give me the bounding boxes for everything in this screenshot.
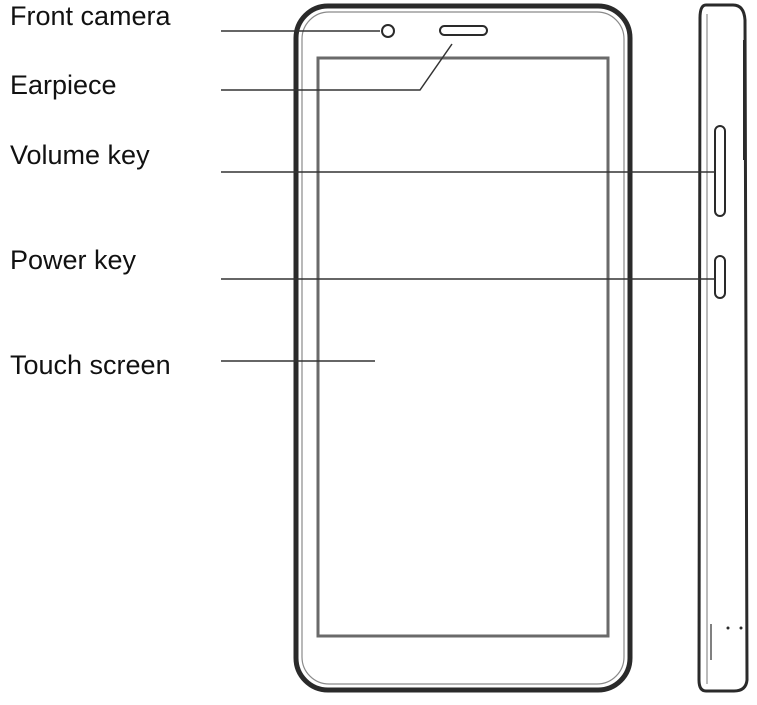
phone-side-outline [697, 3, 749, 693]
label-earpiece: Earpiece [10, 70, 117, 100]
label-front-camera: Front camera [10, 1, 171, 31]
label-volume-key: Volume key [10, 140, 150, 170]
touch-screen-area [316, 56, 610, 638]
front-camera-icon [381, 24, 395, 38]
side-port-dot [739, 626, 743, 630]
side-port-dot [726, 626, 730, 630]
phone-body-outer [293, 3, 633, 693]
volume-key-icon [714, 125, 726, 217]
label-power-key: Power key [10, 245, 137, 275]
leader-earpiece [221, 43, 453, 91]
label-touch-screen: Touch screen [10, 350, 171, 380]
phone-body-inner [301, 11, 625, 685]
power-key-icon [714, 255, 726, 299]
earpiece-icon [439, 25, 488, 36]
